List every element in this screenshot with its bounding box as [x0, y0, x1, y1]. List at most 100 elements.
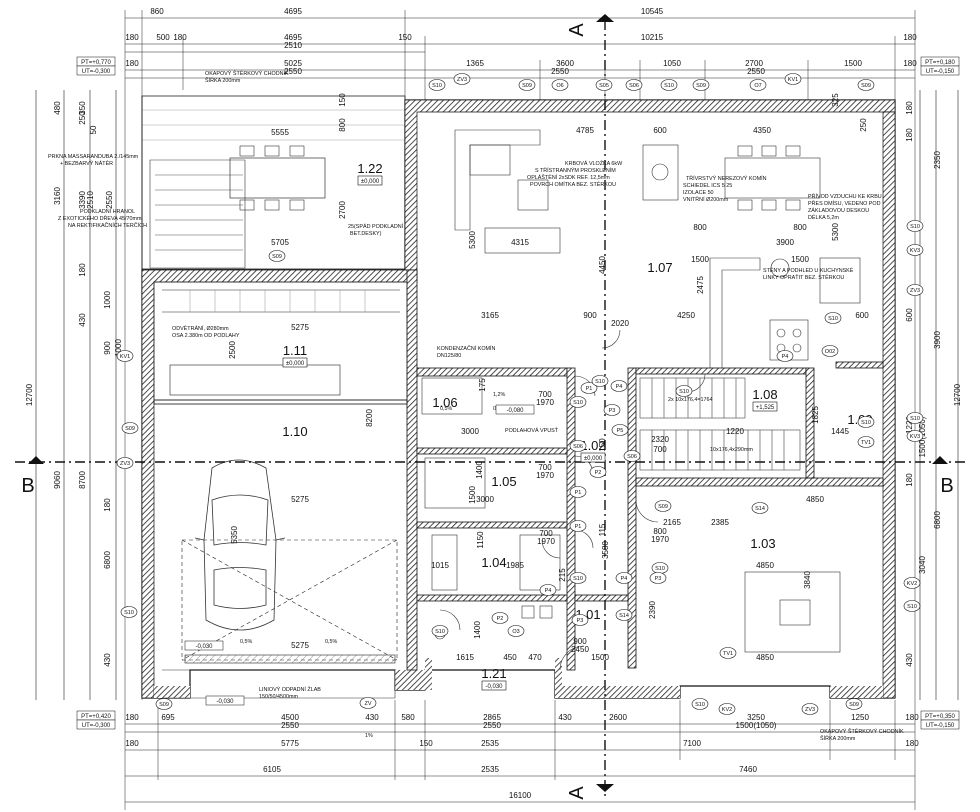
dimension-label: 1615 — [456, 653, 474, 662]
dimension-label: 2700 — [338, 201, 347, 219]
level-tag: PT=+0,350 — [925, 714, 955, 720]
marker-bubble — [824, 312, 842, 324]
dimension-label: 180 — [78, 263, 87, 277]
marker-bubble — [857, 416, 875, 428]
marker-label: P3 — [655, 576, 662, 582]
dimension-label: 5025 — [284, 59, 302, 68]
dimension-label: 2475 — [696, 276, 705, 294]
dimension-label: 4695 — [284, 33, 302, 42]
marker-bubble — [649, 572, 667, 584]
dimension-label: 4850 — [756, 653, 774, 662]
level-tag-box — [920, 719, 960, 730]
dimension-label: 180 — [173, 33, 187, 42]
annotation-note: ŠÍŘKA 200mm — [205, 76, 241, 84]
marker-label: KV2 — [907, 581, 917, 587]
dimension-label: 2700 — [745, 59, 763, 68]
marker-label: S09 — [849, 702, 859, 708]
dimension-label: 800 — [693, 223, 707, 232]
marker-bubble — [801, 703, 819, 715]
dimension-label: 180 — [125, 713, 139, 722]
dimension-label: 1970 — [651, 535, 669, 544]
marker-bubble — [121, 422, 139, 434]
marker-bubble — [906, 220, 924, 232]
dimension-label: 5275 — [291, 323, 309, 332]
dimension-label: 3900 — [776, 238, 794, 247]
annotation-note: TŘÍVRSTVÝ NEREZOVÝ KOMÍN — [686, 174, 767, 182]
marker-label: TV1 — [723, 651, 733, 657]
level-tag: -0,080 — [506, 408, 524, 414]
marker-label: S10 — [907, 604, 917, 610]
dimension-label: 900 — [583, 311, 597, 320]
dimension-label: 480 — [53, 101, 62, 115]
dimension-label: 900 — [103, 341, 112, 355]
marker-bubble — [569, 520, 587, 532]
marker-bubble — [116, 457, 134, 469]
marker-label: P1 — [575, 524, 582, 530]
annotation-note: PODKLADNÍ HRANOL — [80, 208, 135, 215]
dimension-label: 2320 — [651, 435, 669, 444]
marker-bubble — [845, 698, 863, 710]
marker-label: P5 — [617, 428, 624, 434]
marker-bubble — [507, 625, 525, 637]
marker-bubble — [660, 79, 678, 91]
level-tag-box — [205, 695, 245, 706]
dimension-label: 175 — [478, 378, 487, 392]
dimension-label: 500 — [156, 33, 170, 42]
room-number: 1.03 — [750, 536, 775, 551]
marker-label: P3 — [577, 618, 584, 624]
marker-bubble — [906, 430, 924, 442]
dimension-label: 5300 — [468, 231, 477, 249]
level-tag: PT=+0,770 — [81, 60, 111, 66]
annotation-note: 0,5% — [240, 639, 252, 645]
annotation-note: LINKY OPRAŤIT BEZ. STĚRKOU — [763, 273, 844, 281]
marker-label: ZV3 — [457, 77, 467, 83]
marker-label: S10 — [595, 379, 605, 385]
marker-bubble — [569, 486, 587, 498]
dimension-label: 5275 — [291, 641, 309, 650]
dimension-label: 800 — [793, 223, 807, 232]
marker-bubble — [857, 79, 875, 91]
dimension-label: 3390 — [78, 191, 87, 209]
dimension-label: 3600 — [556, 59, 574, 68]
dimension-label: 1000 — [103, 291, 112, 309]
elevation-box — [580, 452, 606, 463]
room-number: 1.10 — [282, 424, 307, 439]
room-elevation: +1,525 — [756, 405, 775, 411]
annotation-note: STĚNY A PODHLED U KUCHYNSKÉ — [763, 266, 854, 274]
dimension-label: 600 — [653, 126, 667, 135]
dimension-label: 350 — [78, 101, 87, 115]
marker-bubble — [518, 79, 536, 91]
dimension-label: 2535 — [481, 765, 499, 774]
marker-label: S10 — [432, 83, 442, 89]
dimension-label: 180 — [125, 33, 139, 42]
elevation-box — [282, 357, 308, 368]
marker-label: P4 — [545, 588, 552, 594]
marker-bubble — [821, 345, 839, 357]
dimension-label: 1365 — [466, 59, 484, 68]
marker-bubble — [615, 609, 633, 621]
dimension-label: 430 — [365, 713, 379, 722]
marker-label: S14 — [619, 613, 629, 619]
dimension-label: 180 — [905, 713, 919, 722]
marker-label: S09 — [861, 83, 871, 89]
dimension-label: 2535 — [481, 739, 499, 748]
dimension-label: 1970 — [537, 537, 555, 546]
marker-bubble — [569, 572, 587, 584]
dimension-label: 2550 — [105, 191, 114, 209]
dimension-label: 180 — [905, 101, 914, 115]
marker-label: O3 — [512, 629, 519, 635]
dimension-label: 600 — [855, 311, 869, 320]
marker-bubble — [453, 73, 471, 85]
dimension-label: 2550 — [483, 721, 501, 730]
dimension-label: 1250 — [851, 713, 869, 722]
dimension-label: 1985 — [506, 561, 524, 570]
dimension-label: 1500(1050) — [736, 721, 777, 730]
dimension-label: 180 — [903, 59, 917, 68]
dimension-label: 4850 — [756, 561, 774, 570]
dimension-label: 180 — [905, 473, 914, 487]
marker-bubble — [491, 612, 509, 624]
dimension-label: 700 — [538, 390, 552, 399]
marker-bubble — [625, 79, 643, 91]
level-tag: UT=-0,150 — [926, 723, 955, 729]
